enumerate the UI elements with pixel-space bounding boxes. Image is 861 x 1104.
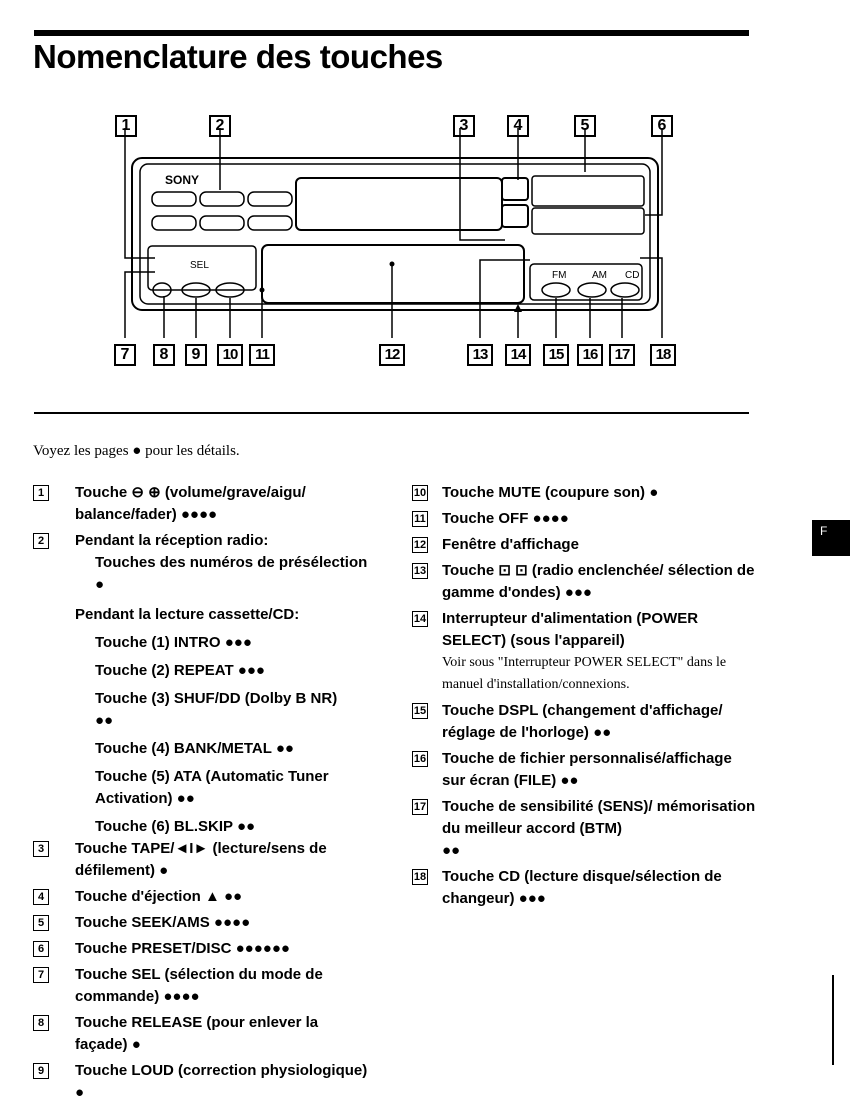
- callout-14: 14: [505, 344, 531, 366]
- tape-button-shape: [501, 204, 529, 228]
- preset-disc-block: [531, 207, 645, 235]
- callout-4: 4: [507, 115, 529, 137]
- callout-3: 3: [453, 115, 475, 137]
- list-item: 2 Pendant la réception radio: Touches de…: [33, 530, 368, 838]
- callout-8: 8: [153, 344, 175, 366]
- sel-section: [147, 245, 257, 291]
- main-display-window: [261, 244, 525, 304]
- device-diagram: SONY SEL FM AM CD: [124, 128, 663, 338]
- callout-18: 18: [650, 344, 676, 366]
- callout-11: 11: [249, 344, 275, 366]
- fm-am-cd-section: [529, 263, 643, 301]
- svg-text:AM: AM: [592, 270, 607, 281]
- eject-button-shape: [501, 177, 529, 201]
- margin-line: [832, 975, 834, 1065]
- language-tab: F: [812, 520, 850, 556]
- section-divider: [34, 412, 749, 414]
- callout-9: 9: [185, 344, 207, 366]
- svg-text:CD: CD: [625, 270, 639, 281]
- sel-key-label: SEL: [190, 260, 209, 271]
- page-title: Nomenclature des touches: [33, 38, 443, 75]
- callout-13: 13: [467, 344, 493, 366]
- callout-17: 17: [609, 344, 635, 366]
- callout-12: 12: [379, 344, 405, 366]
- callout-6: 6: [651, 115, 673, 137]
- brand-logo: SONY: [165, 173, 199, 187]
- callout-15: 15: [543, 344, 569, 366]
- unit-outline: [131, 157, 659, 311]
- callout-1: 1: [115, 115, 137, 137]
- svg-text:FM: FM: [552, 270, 566, 281]
- intro-text: Voyez les pages ● pour les détails.: [33, 443, 240, 459]
- callout-10: 10: [217, 344, 243, 366]
- seek-ams-block: [531, 175, 645, 207]
- callout-2: 2: [209, 115, 231, 137]
- top-rule: [34, 30, 749, 36]
- callout-7: 7: [114, 344, 136, 366]
- callout-16: 16: [577, 344, 603, 366]
- callout-5: 5: [574, 115, 596, 137]
- top-display-window: [295, 177, 503, 231]
